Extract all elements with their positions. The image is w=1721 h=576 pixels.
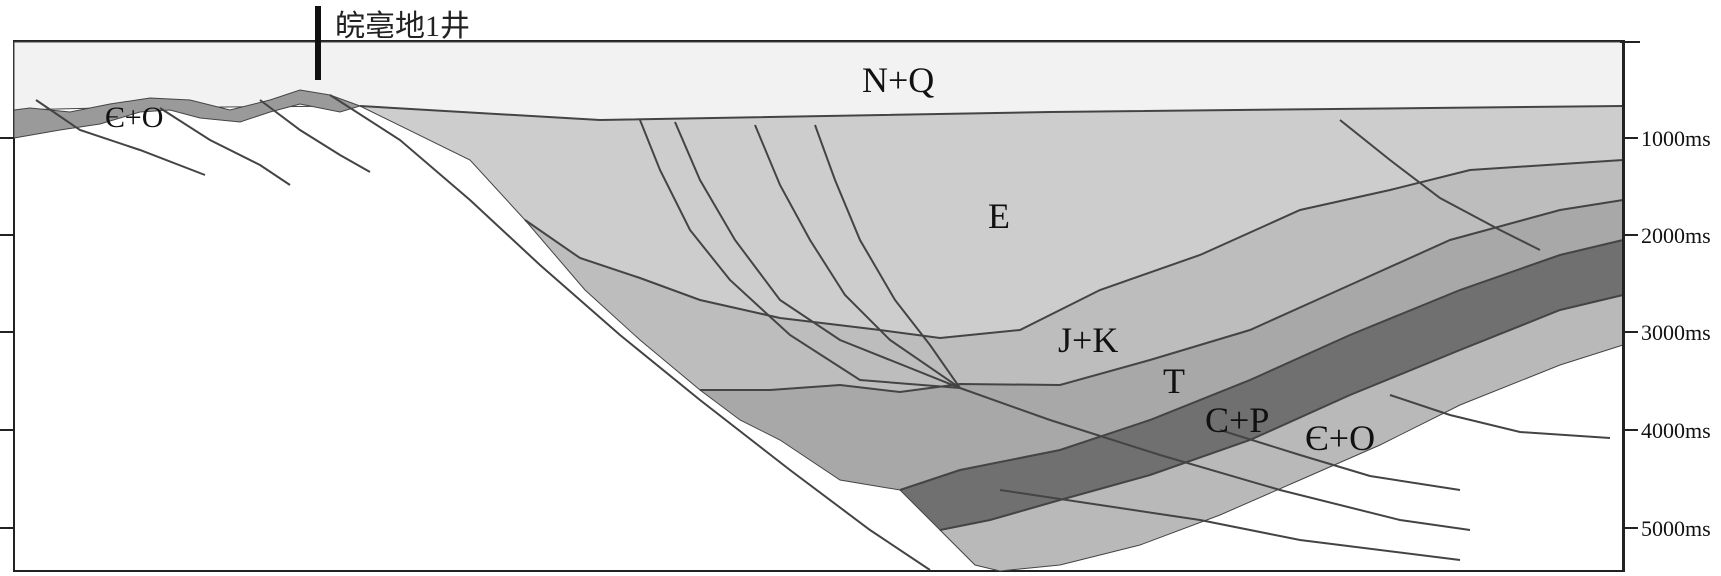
axis-label-4000: 4000ms (1641, 418, 1711, 443)
main-boundary-fault (329, 94, 931, 571)
well-label: 皖亳地1井 (335, 10, 470, 43)
unit-label-nq: N+Q (862, 60, 934, 100)
basal-detachment (959, 387, 1471, 531)
time-axis: 1000ms 2000ms 3000ms 4000ms 5000ms (1623, 126, 1711, 541)
e-base (524, 159, 1624, 340)
listric-fault-4 (814, 124, 961, 389)
axis-label-3000: 3000ms (1641, 320, 1711, 345)
left-fault-1 (35, 99, 206, 176)
unit-label-jk: J+K (1058, 320, 1118, 360)
t-base (899, 239, 1624, 491)
listric-fault-3 (754, 124, 961, 389)
left-fault-2 (159, 107, 291, 186)
unit-label-e: E (988, 196, 1010, 236)
unit-label-eo-left: Є+O (105, 101, 163, 134)
unit-label-cp: C+P (1205, 400, 1269, 440)
unit-label-t: T (1163, 361, 1185, 401)
axis-label-5000: 5000ms (1641, 516, 1711, 541)
unit-label-eo-right: Є+O (1305, 418, 1375, 458)
listric-fault-2 (674, 121, 961, 389)
axis-label-2000: 2000ms (1641, 223, 1711, 248)
axis-label-1000: 1000ms (1641, 126, 1711, 151)
right-fault-1 (1339, 119, 1541, 251)
cp-base (939, 294, 1624, 531)
right-fault-3 (1219, 429, 1461, 491)
listric-fault-1 (639, 119, 961, 389)
deep-fault (999, 489, 1461, 561)
nq-base (359, 105, 1624, 122)
left-fault-3 (259, 99, 371, 173)
jk-base (700, 199, 1624, 394)
right-fault-2 (1389, 394, 1611, 439)
left-axis-ticks (0, 137, 14, 529)
